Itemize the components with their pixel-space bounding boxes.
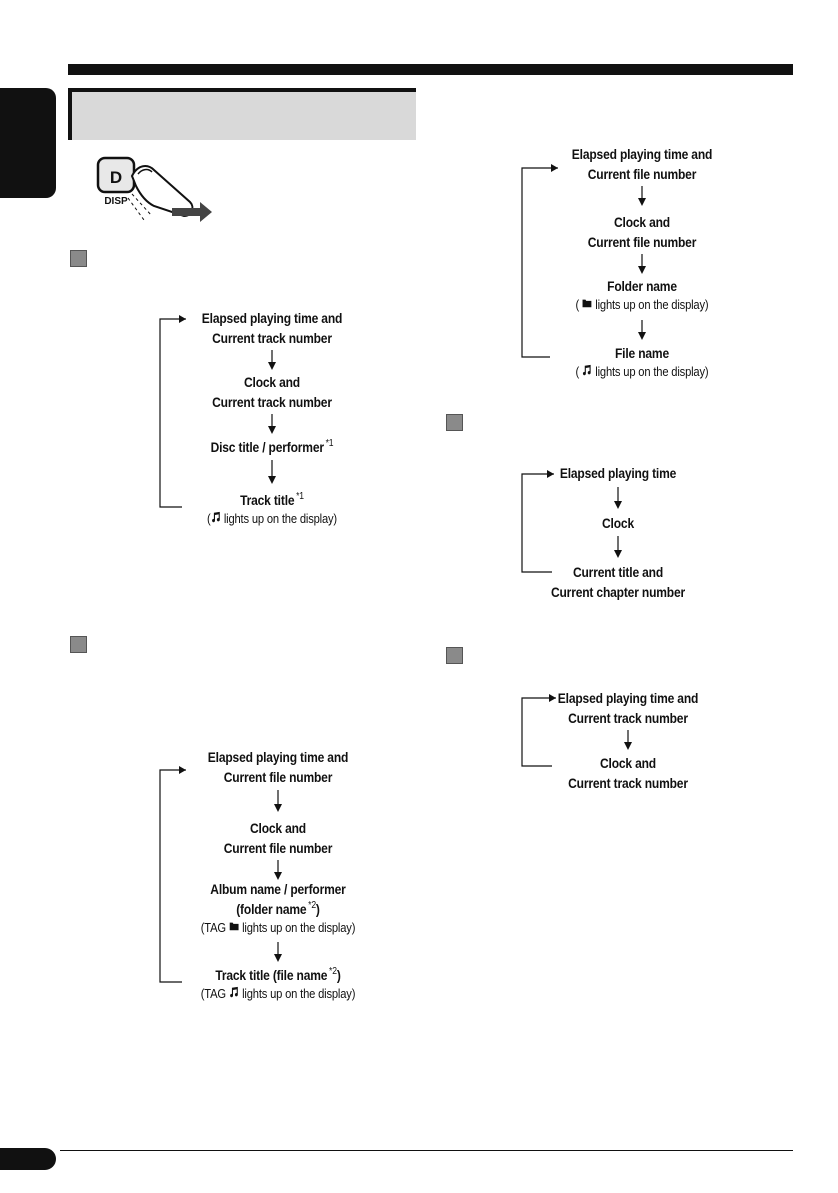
down-arrow (268, 350, 276, 370)
flow-cd-step-3: Disc title / performer*1 (210, 438, 334, 455)
flow-mp3-step-3: Album name / performer (folder name*2) (… (200, 881, 356, 935)
flow-file-step-3: Folder name ( lights up on the display) (575, 278, 709, 312)
flow-dvd-step-2: Clock (602, 515, 634, 531)
down-arrow (268, 414, 276, 434)
section-marker (446, 647, 463, 664)
page-number-tab (0, 1148, 56, 1170)
loop-line (521, 164, 558, 358)
music-note-icon (582, 364, 592, 376)
loop-line (159, 766, 186, 983)
disp-button-key: D (110, 168, 122, 187)
header-rule (68, 64, 793, 75)
down-arrow (274, 942, 282, 962)
down-arrow (274, 860, 282, 880)
section-heading-box (68, 88, 416, 140)
folder-icon (229, 920, 239, 932)
down-arrow (268, 460, 276, 484)
flow-mp3-step-4: Track title (file name*2) (TAG lights up… (200, 966, 356, 1001)
flow-mp3-step-2: Clock and Current file number (223, 820, 333, 856)
disp-button-label: DISP (104, 196, 128, 207)
loop-line (159, 315, 186, 508)
flow-dvd-step-3: Current title and Current chapter number (550, 564, 686, 600)
flow-file-step-1: Elapsed playing time and Current file nu… (571, 146, 713, 182)
flow-vcd-step-2: Clock and Current track number (568, 755, 688, 791)
disp-button-illustration: D DISP (96, 156, 212, 222)
down-arrow (638, 320, 646, 340)
folder-icon (582, 297, 592, 309)
language-tab (0, 88, 56, 198)
section-marker (446, 414, 463, 431)
down-arrow (614, 487, 622, 509)
down-arrow (274, 790, 282, 812)
music-note-icon (211, 511, 221, 523)
down-arrow (614, 536, 622, 558)
section-marker (70, 636, 87, 653)
flow-cd-step-1: Elapsed playing time and Current track n… (201, 310, 343, 346)
down-arrow (638, 254, 646, 274)
down-arrow (638, 186, 646, 206)
down-arrow (624, 730, 632, 750)
flow-vcd-step-1: Elapsed playing time and Current track n… (557, 690, 699, 726)
flow-mp3-step-1: Elapsed playing time and Current file nu… (207, 749, 349, 785)
footer-rule (60, 1150, 793, 1151)
loop-line (521, 694, 556, 767)
loop-line (521, 470, 554, 573)
music-note-icon (229, 986, 239, 998)
flow-cd-step-4: Track title*1 ( lights up on the display… (207, 491, 337, 526)
flow-cd-step-2: Clock and Current track number (212, 374, 332, 410)
flow-dvd-step-1: Elapsed playing time (559, 465, 677, 481)
flow-file-step-4: File name ( lights up on the display) (575, 345, 709, 379)
section-marker (70, 250, 87, 267)
flow-file-step-2: Clock and Current file number (587, 214, 697, 250)
